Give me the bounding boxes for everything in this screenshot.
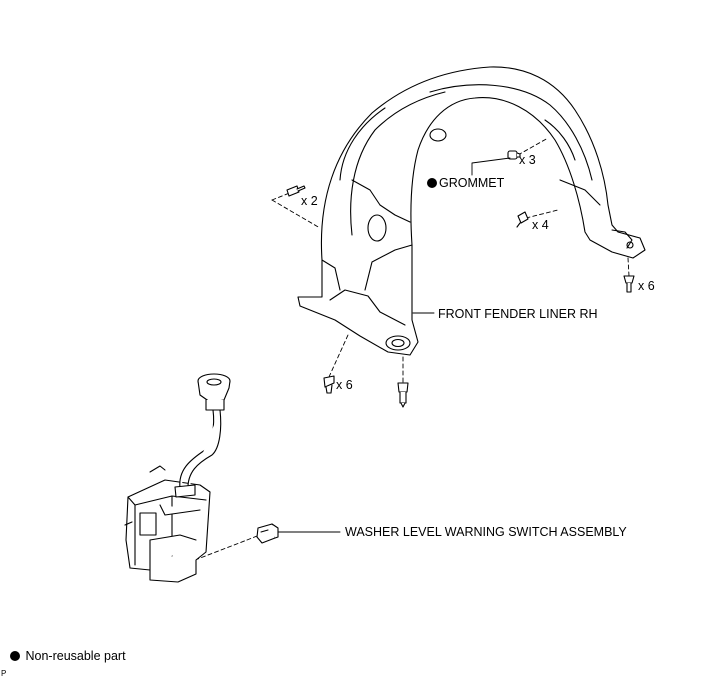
quantity-label: x 4 (532, 218, 549, 232)
clip-icon (397, 382, 409, 408)
quantity-label: x 6 (336, 378, 353, 392)
figure-id: P (1, 669, 7, 678)
screw-icon (516, 211, 529, 228)
washer-level-switch-label: WASHER LEVEL WARNING SWITCH ASSEMBLY (345, 525, 627, 539)
fastener-leader-lines (194, 137, 630, 561)
quantity-label: x 2 (301, 194, 318, 208)
front-fender-liner-label: FRONT FENDER LINER RH (438, 307, 598, 321)
fasteners (286, 150, 635, 408)
front-fender-liner-drawing (297, 66, 646, 356)
non-reusable-dot-icon (427, 178, 437, 188)
washer-tank-drawing (124, 373, 231, 583)
grommet-label: GROMMET (427, 176, 504, 190)
quantity-label: x 3 (519, 153, 536, 167)
screw-icon (286, 185, 306, 197)
washer-level-switch-drawing (256, 523, 279, 544)
clip-icon (323, 375, 335, 394)
non-reusable-dot-icon (10, 651, 20, 661)
screw-icon (507, 150, 521, 160)
label-leader-lines (277, 157, 511, 533)
legend-text: Non-reusable part (25, 649, 126, 663)
legend: Non-reusable part (10, 649, 126, 663)
quantity-label: x 6 (638, 279, 655, 293)
clip-icon (623, 275, 635, 293)
